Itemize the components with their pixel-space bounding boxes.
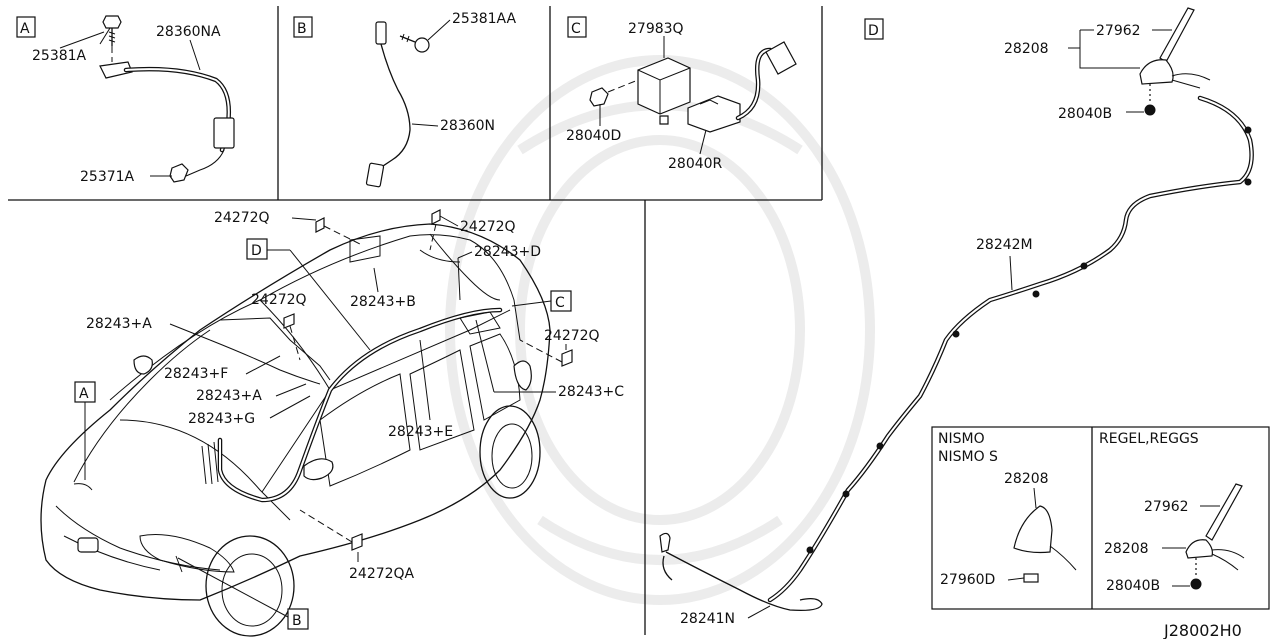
inset-antenna-rod — [1205, 483, 1243, 541]
label-24272Q-top-right: 24272Q — [460, 219, 516, 235]
callout-a: A — [79, 386, 89, 402]
antenna-base — [1139, 59, 1174, 85]
label-28243-d: 28243+D — [474, 244, 541, 260]
inset-regel-title: REGEL,REGGS — [1099, 431, 1199, 447]
vehicle-body-outline — [40, 223, 551, 601]
label-28243-a-left: 28243+A — [86, 316, 152, 332]
section-b: B 25381AA 28360N — [293, 11, 517, 188]
label-28040D: 28040D — [566, 128, 621, 144]
section-b-label-box — [293, 16, 313, 38]
callout-box-d — [246, 238, 268, 260]
label-28242M: 28242M — [976, 237, 1033, 253]
label-28243-c: 28243+C — [558, 384, 624, 400]
callout-c: C — [555, 295, 565, 311]
bracket-28040R — [687, 95, 741, 133]
variant-inset: NISMO NISMO S REGEL,REGGS 28208 27960D 2… — [931, 426, 1270, 610]
label-25381AA: 25381AA — [452, 11, 517, 27]
callout-d: D — [251, 243, 262, 259]
inset-nismo-s-title: NISMO S — [938, 449, 998, 465]
bolt-icon — [589, 79, 639, 107]
section-a: A 25381A 28360NA 25371A — [16, 15, 235, 185]
label-28243-f: 28243+F — [164, 366, 228, 382]
label-28243-e: 28243+E — [388, 424, 453, 440]
label-24272QA: 24272QA — [349, 566, 415, 582]
section-d-label-box — [864, 18, 884, 40]
inset-left-label-27960D: 27960D — [940, 572, 995, 588]
vehicle-illustration: D C A B 24272Q 24272Q 24272Q 24272Q 2427… — [40, 209, 624, 637]
callout-b: B — [292, 613, 302, 629]
label-24272Q-rear: 24272Q — [544, 328, 600, 344]
section-b-letter: B — [297, 21, 307, 37]
label-28243-b: 28243+B — [350, 294, 416, 310]
module-27983Q — [637, 57, 691, 115]
label-28040R: 28040R — [668, 156, 723, 172]
front-wheel — [205, 535, 295, 637]
section-c-label-box — [567, 16, 587, 38]
label-25381A: 25381A — [32, 48, 87, 64]
label-24272Q-top-left: 24272Q — [214, 210, 270, 226]
label-28241N: 28241N — [680, 611, 735, 627]
label-27962: 27962 — [1096, 23, 1141, 39]
section-c: C 27983Q 28040D 28040R — [566, 16, 797, 172]
section-d: D 27962 28208 28040B 28242M — [659, 7, 1254, 627]
label-28040B: 28040B — [1058, 106, 1112, 122]
nissan-badge — [77, 537, 99, 553]
inset-right-label-27962: 27962 — [1144, 499, 1189, 515]
label-28360N: 28360N — [440, 118, 495, 134]
diagram-code: J28002H0 — [1163, 621, 1242, 639]
callout-box-b — [287, 608, 309, 630]
inset-right-label-28208: 28208 — [1104, 541, 1149, 557]
section-c-letter: C — [571, 21, 581, 37]
label-28243-a-center: 28243+A — [196, 388, 262, 404]
rear-wheel — [479, 405, 541, 499]
inset-antenna-base — [1185, 539, 1213, 559]
section-d-letter: D — [868, 23, 879, 39]
inset-nismo-title: NISMO — [938, 431, 985, 447]
label-27983Q: 27983Q — [628, 21, 684, 37]
bolt-icon — [169, 163, 189, 183]
antenna-rod — [1159, 7, 1195, 63]
section-a-letter: A — [20, 21, 30, 37]
harness-bracket — [99, 61, 133, 79]
cable-clips — [806, 126, 1252, 554]
label-28360NA: 28360NA — [156, 24, 221, 40]
watermark — [445, 55, 875, 605]
shark-fin-antenna — [1013, 505, 1053, 554]
section-dividers — [8, 6, 823, 635]
label-28243-g: 28243+G — [188, 411, 255, 427]
bolt-icon — [399, 33, 430, 53]
label-24272Q-center: 24272Q — [251, 292, 307, 308]
inset-right-label-28040B: 28040B — [1106, 578, 1160, 594]
nut-28040B — [1144, 104, 1156, 116]
label-25371A: 25371A — [80, 169, 135, 185]
section-a-label-box — [16, 16, 36, 38]
bolt-icon — [102, 15, 122, 46]
label-28208: 28208 — [1004, 41, 1049, 57]
inset-left-label-28208: 28208 — [1004, 471, 1049, 487]
